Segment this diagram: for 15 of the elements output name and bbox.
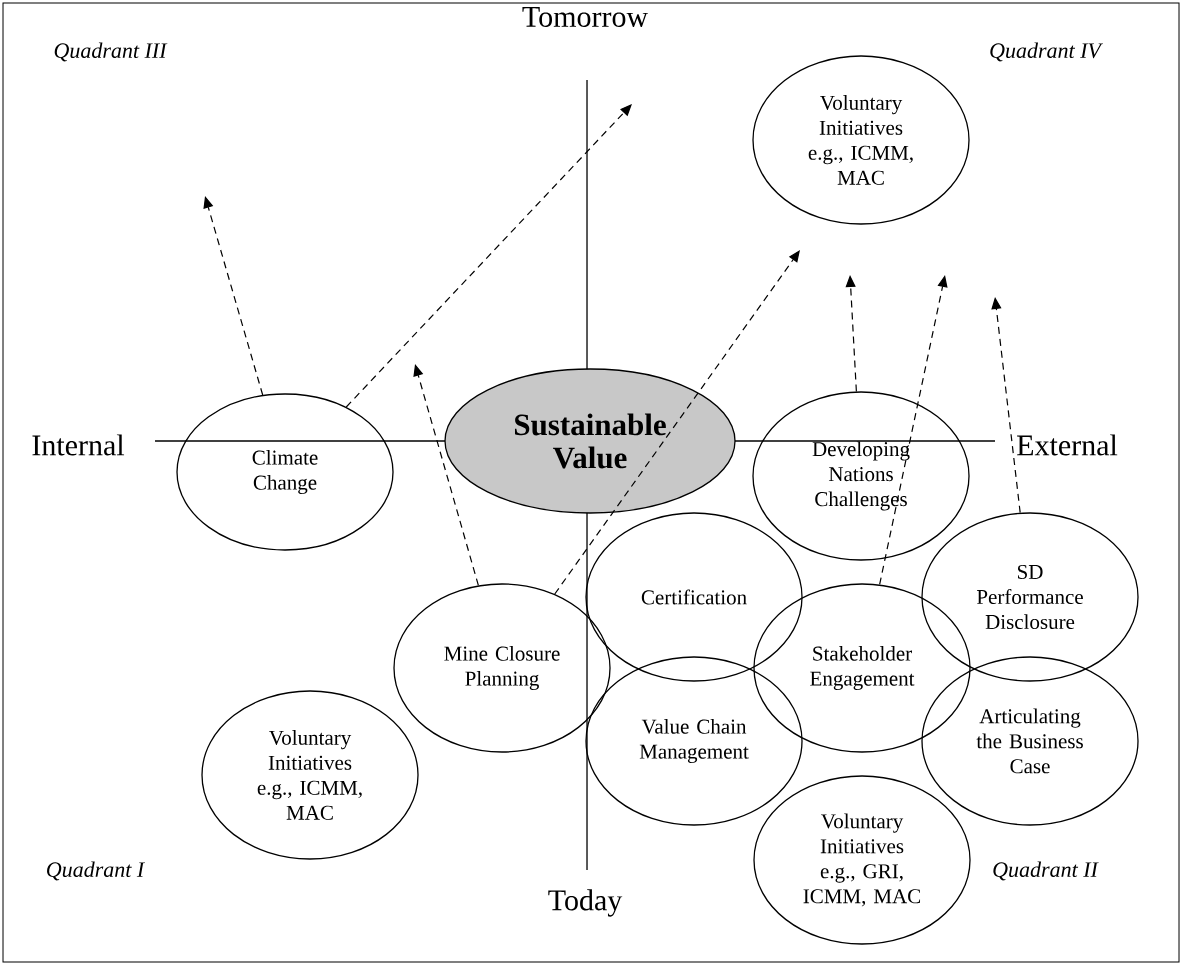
arrow	[413, 364, 479, 586]
axis-label: Today	[548, 889, 623, 917]
quadrant-label: Quadrant IV	[990, 42, 1104, 62]
axis-label: External	[1017, 434, 1118, 456]
axis-label: Internal	[32, 434, 125, 456]
arrow	[203, 196, 264, 396]
arrow	[991, 297, 1021, 514]
arrow	[345, 104, 632, 408]
quadrant-label: Quadrant I	[47, 861, 146, 881]
arrow	[554, 250, 800, 595]
axis-label: Tomorrow	[522, 7, 648, 27]
arrow	[845, 275, 857, 392]
arrow	[879, 275, 948, 586]
quadrant-label: Quadrant II	[993, 861, 1099, 881]
quadrant-label: Quadrant III	[54, 42, 168, 62]
